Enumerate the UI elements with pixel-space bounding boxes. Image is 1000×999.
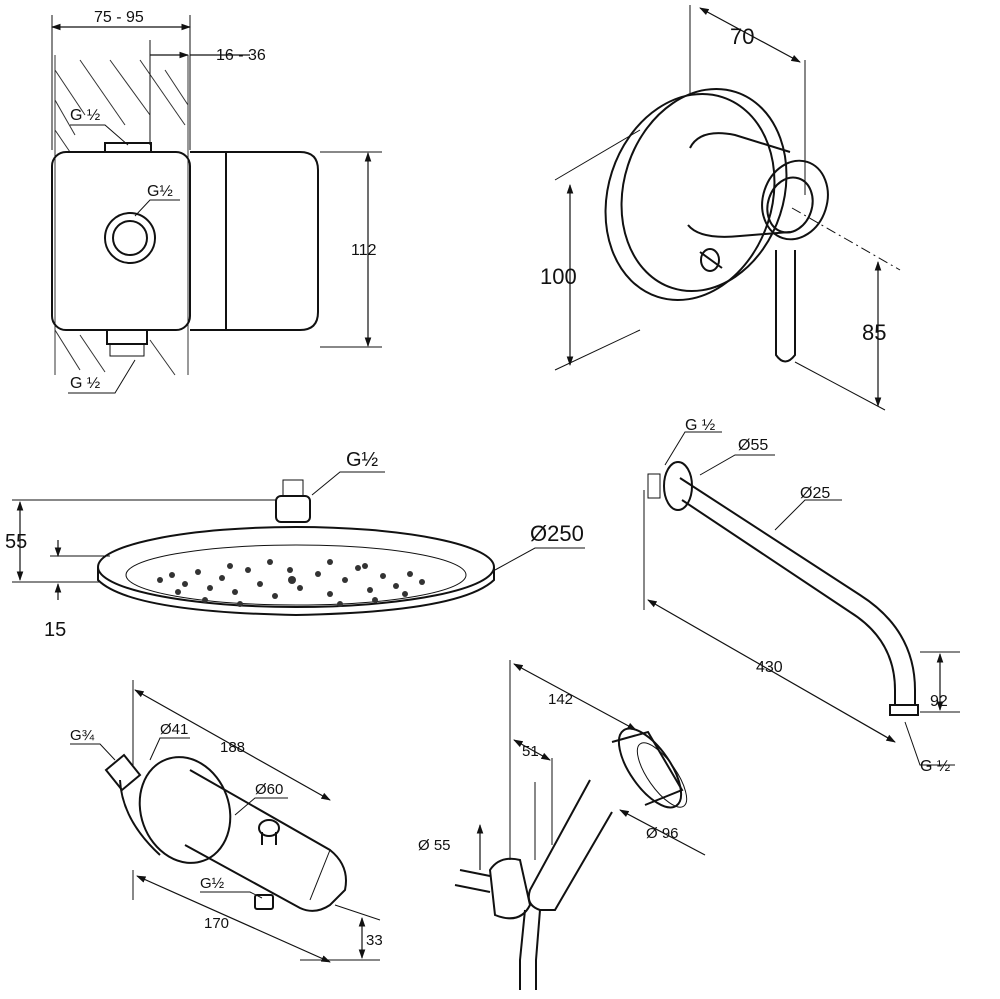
bath-spout-flange-label: Ø41 [160,721,188,738]
shower-arm-drawing [643,431,960,766]
bath-spout-height-label: 33 [366,932,383,949]
bath-spout-length-label: 188 [220,739,245,756]
mixer-box-thread-top-label: G ½ [70,107,100,124]
hand-shower-drawing [454,660,706,990]
bath-spout-outlet-thread-label: G½ [200,875,225,892]
bath-spout-inlet-thread-label: G¾ [70,727,95,744]
hand-shower-holder-offset-label: 51 [522,743,539,760]
bath-spout-body-label: Ø60 [255,781,283,798]
bath-spout-drawing [70,680,381,963]
hand-shower-length-label: 142 [548,691,573,708]
mixer-valve-handle-height-label: 85 [862,320,886,345]
mixer-valve-drawing [554,5,901,411]
mixer-box-drawing [51,15,382,394]
mixer-valve-plate-height-label: 100 [540,264,577,289]
shower-head-thickness-label: 15 [44,619,66,641]
shower-arm-thread-bottom-label: G ½ [920,758,950,775]
mixer-box-height-label: 112 [351,242,377,259]
shower-head-diameter-label: Ø250 [530,521,584,546]
shower-arm-drop-label: 92 [930,693,948,710]
shower-arm-pipe-label: Ø25 [800,485,830,502]
shower-head-drawing [12,471,585,617]
shower-arm-thread-top-label: G ½ [685,417,715,434]
mixer-box-thread-center-label: G½ [147,183,173,200]
hand-shower-holder-flange-label: Ø 55 [418,837,451,854]
mixer-box-thread-bottom-label: G ½ [70,375,100,392]
bath-spout-outlet-distance-label: 170 [204,915,229,932]
hand-shower-head-diameter-label: Ø 96 [646,825,679,842]
shower-arm-flange-label: Ø55 [738,437,768,454]
shower-arm-length-label: 430 [756,659,783,676]
mixer-box-cover-label: 16 - 36 [216,47,266,64]
shower-head-height-label: 55 [5,531,27,553]
mixer-valve-projection-label: 70 [730,24,754,49]
nozzle-pattern [157,559,425,607]
shower-head-thread-label: G½ [346,449,379,471]
mixer-box-depth-label: 75 - 95 [94,9,144,26]
